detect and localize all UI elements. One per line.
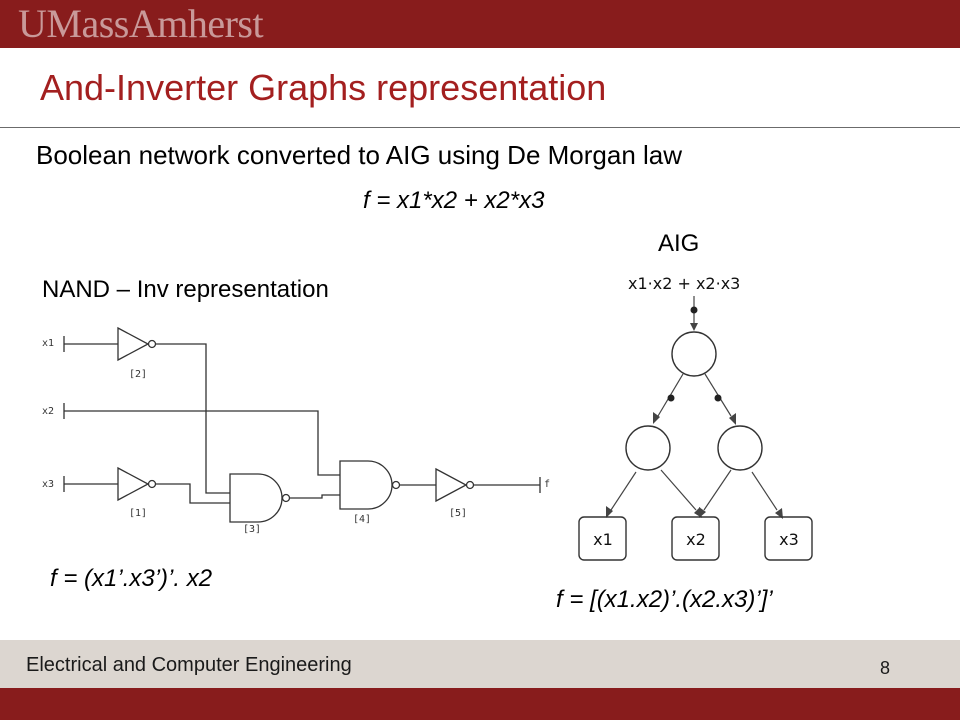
aig-leaf-label-x2: x2 — [686, 530, 706, 549]
gate-label-2: [2] — [129, 369, 147, 380]
nand-gate-3 — [229, 473, 283, 523]
nand-gate-3-bubble — [281, 493, 291, 503]
aig-leaf-x1 — [578, 516, 627, 561]
gate-label-5: [5] — [449, 508, 467, 519]
slide-title: And-Inverter Graphs representation — [40, 67, 607, 108]
footer-department: Electrical and Computer Engineering — [26, 654, 352, 676]
inverter-2 — [117, 326, 150, 362]
main-equation: f = x1*x2 + x2*x3 — [363, 187, 545, 214]
gate-label-1: [1] — [129, 508, 147, 519]
aig-leaf-x3 — [764, 516, 813, 561]
nand-circuit — [63, 326, 541, 523]
aig-top-expression: x1·x2 + x2·x3 — [628, 274, 740, 293]
aig-and-node-right — [717, 425, 763, 471]
inversion-dot-root — [690, 306, 698, 314]
nand-label: NAND – Inv representation — [42, 276, 329, 303]
inverter-2-bubble — [147, 339, 157, 349]
slide-subtitle: Boolean network converted to AIG using D… — [36, 140, 683, 170]
input-label-x2: x2 — [42, 406, 54, 417]
aig-leaf-label-x1: x1 — [593, 530, 613, 549]
inversion-dot-right — [714, 394, 722, 402]
footer-bar — [0, 640, 960, 688]
output-label-f: f — [544, 479, 550, 490]
aig-and-node-left — [625, 425, 671, 471]
input-label-x1: x1 — [42, 338, 54, 349]
gate-label-4: [4] — [353, 514, 371, 525]
aig-leaf-label-x3: x3 — [779, 530, 799, 549]
university-logo: UMassAmherst — [18, 1, 264, 46]
inversion-dot-left — [667, 394, 675, 402]
header-banner — [0, 0, 960, 48]
inverter-1 — [117, 466, 150, 502]
nand-equation: f = (x1’.x3’)’. x2 — [50, 565, 213, 592]
gate-label-3: [3] — [243, 524, 261, 535]
aig-equation: f = [(x1.x2)’.(x2.x3)’]’ — [556, 586, 773, 613]
input-label-x3: x3 — [42, 479, 54, 490]
nand-gate-4 — [339, 460, 393, 510]
aig-leaf-x2 — [671, 516, 720, 561]
page-number: 8 — [880, 658, 891, 678]
nand-gate-4-bubble — [391, 480, 401, 490]
aig-graph — [578, 296, 813, 561]
aig-and-node-root — [671, 331, 717, 377]
title-divider — [0, 127, 960, 128]
inverter-5-bubble — [465, 480, 475, 490]
aig-label: AIG — [658, 230, 700, 257]
inverter-1-bubble — [147, 479, 157, 489]
inverter-5 — [435, 467, 468, 503]
bottom-banner — [0, 688, 960, 720]
